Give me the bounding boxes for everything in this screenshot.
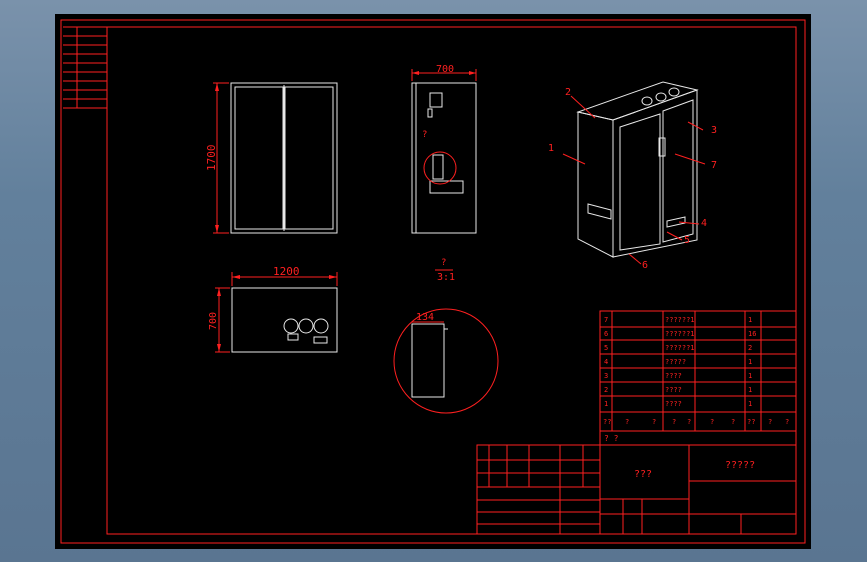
balloon-1: 1 [548, 143, 554, 154]
detail-scale-name: ? [441, 258, 446, 268]
parts-row-qty: 1 [748, 400, 752, 408]
title-block-company-name: ????? [725, 460, 755, 471]
parts-row-qty: 1 [748, 358, 752, 366]
drawing-canvas: 1700 700 ? 1200 [60, 19, 806, 544]
parts-header-cell: ?? [747, 418, 755, 426]
balloon-6: 6 [642, 260, 648, 271]
side-view-detail-callout: ? [422, 130, 427, 140]
parts-row-name: ??????1 [665, 316, 695, 324]
detail-scale-ratio: 3:1 [437, 272, 455, 283]
parts-row-no: 2 [604, 386, 608, 394]
parts-row-name: ???? [665, 386, 682, 394]
top-view-width-label: 1200 [273, 265, 300, 278]
top-view-width-dimension [231, 272, 338, 286]
drawing-sheet: 1700 700 ? 1200 [55, 14, 811, 549]
parts-list-header: ?? ? ? ? ? ? ? ?? ? ? [603, 418, 789, 426]
parts-header-cell: ? [652, 418, 656, 426]
parts-header-cell: ? [731, 418, 735, 426]
parts-row-qty: 1 [748, 316, 752, 324]
detail-view [393, 308, 499, 414]
parts-note-row [599, 430, 797, 446]
parts-header-cell: ?? [603, 418, 611, 426]
parts-header-cell: ? [625, 418, 629, 426]
parts-header-cell: ? [710, 418, 714, 426]
parts-row-no: 4 [604, 358, 608, 366]
parts-list-grid [599, 310, 797, 432]
inner-border [106, 26, 797, 535]
parts-row-qty: 16 [748, 330, 756, 338]
parts-row-name: ???? [665, 372, 682, 380]
parts-row-no: 6 [604, 330, 608, 338]
front-view-height-dimension [213, 82, 229, 234]
front-view-height-label: 1700 [205, 145, 218, 172]
front-view [230, 82, 338, 234]
parts-header-cell: ? [672, 418, 676, 426]
detail-dimension-label: 134 [416, 312, 434, 323]
top-view-depth-dimension [215, 287, 230, 353]
title-block [476, 444, 797, 535]
left-margin-strip [63, 26, 107, 109]
parts-row-no: 1 [604, 400, 608, 408]
parts-note: ? ? [604, 434, 619, 443]
side-view-width-dimension [411, 69, 477, 81]
parts-header-cell: ? [687, 418, 691, 426]
title-block-drawing-title: ??? [634, 469, 652, 480]
parts-row-name: ??????1 [665, 344, 695, 352]
balloon-7: 7 [711, 160, 717, 171]
parts-header-cell: ? [768, 418, 772, 426]
isometric-view [576, 81, 699, 258]
parts-list-rows: 7 ??????1 1 6 ??????1 16 5 ??????1 2 4 ?… [604, 316, 756, 408]
balloon-5: 5 [684, 235, 690, 246]
balloon-4: 4 [701, 218, 707, 229]
parts-row-qty: 1 [748, 372, 752, 380]
parts-row-no: 5 [604, 344, 608, 352]
balloon-3: 3 [711, 125, 717, 136]
parts-row-name: ???? [665, 400, 682, 408]
side-view-width-label: 700 [436, 64, 454, 75]
parts-row-name: ??????1 [665, 330, 695, 338]
top-view-depth-label: 700 [208, 312, 219, 330]
parts-row-qty: 2 [748, 344, 752, 352]
top-view [231, 287, 338, 353]
balloon-2: 2 [565, 87, 571, 98]
parts-header-cell: ? [785, 418, 789, 426]
parts-row-name: ????? [665, 358, 686, 366]
outer-border [60, 19, 806, 544]
parts-row-no: 3 [604, 372, 608, 380]
parts-row-qty: 1 [748, 386, 752, 394]
side-view [411, 82, 477, 234]
isometric-leaders [562, 95, 706, 265]
parts-row-no: 7 [604, 316, 608, 324]
